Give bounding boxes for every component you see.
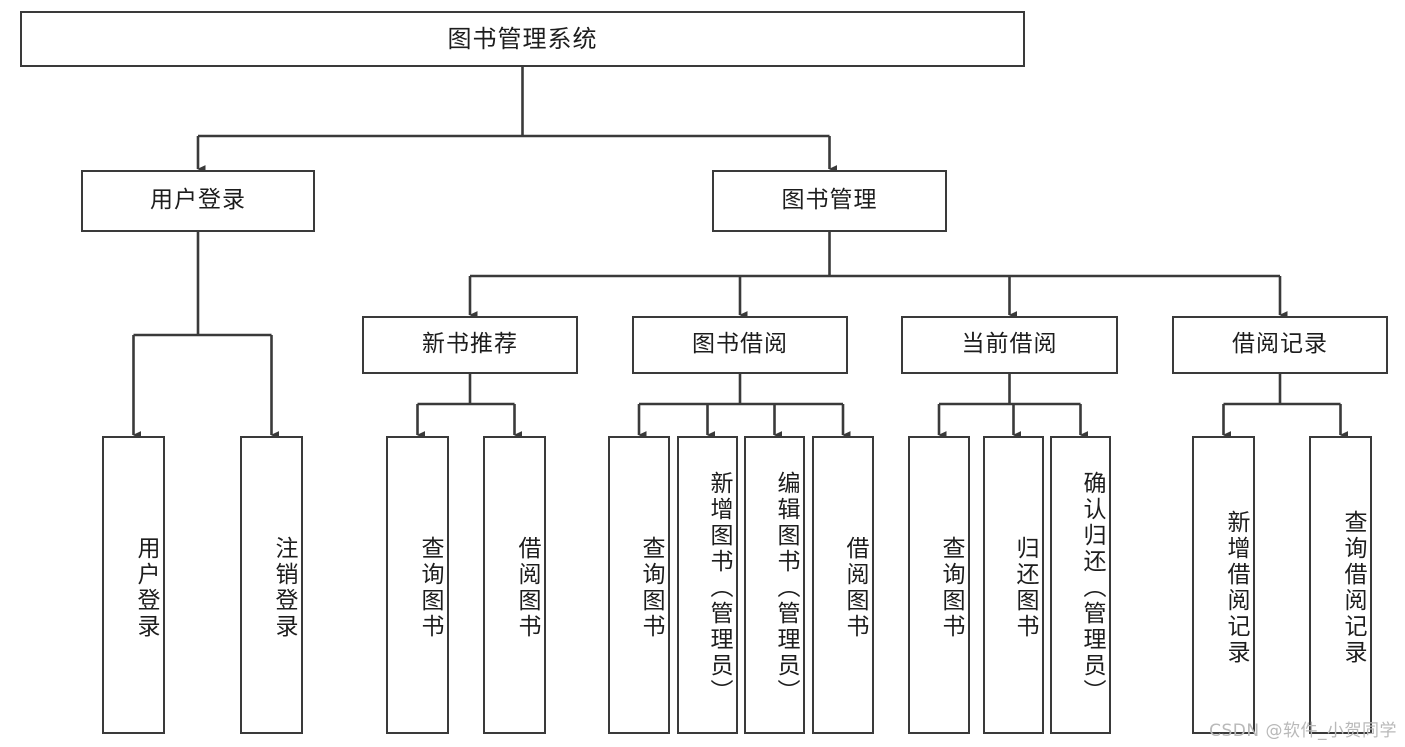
node-label: 查询图书 bbox=[938, 536, 964, 640]
node-label: 当前借阅 bbox=[961, 331, 1058, 358]
node-leaf_cb_query[interactable]: 查询图书 bbox=[908, 436, 970, 734]
edge-paths bbox=[132, 67, 1349, 439]
node-label: 新增图书（管理员） bbox=[706, 471, 732, 705]
node-leaf_cb_confirm[interactable]: 确认归还（管理员） bbox=[1050, 436, 1111, 734]
node-book_manage[interactable]: 图书管理 bbox=[712, 170, 947, 232]
node-user_login[interactable]: 用户登录 bbox=[81, 170, 315, 232]
node-label: 借阅记录 bbox=[1232, 331, 1328, 358]
node-leaf_bb_edit[interactable]: 编辑图书（管理员） bbox=[744, 436, 805, 734]
node-label: 查询借阅记录 bbox=[1340, 510, 1366, 666]
node-label: 注销登录 bbox=[271, 536, 297, 640]
node-label: 用户登录 bbox=[133, 536, 159, 640]
node-leaf_bb_add[interactable]: 新增图书（管理员） bbox=[677, 436, 738, 734]
node-book_borrow[interactable]: 图书借阅 bbox=[632, 316, 848, 374]
node-label: 查询图书 bbox=[417, 536, 443, 640]
node-leaf_br_query[interactable]: 查询借阅记录 bbox=[1309, 436, 1372, 734]
node-borrow_record[interactable]: 借阅记录 bbox=[1172, 316, 1388, 374]
node-leaf_user_logout[interactable]: 注销登录 bbox=[240, 436, 303, 734]
node-root[interactable]: 图书管理系统 bbox=[20, 11, 1025, 67]
node-leaf_rec_borrow[interactable]: 借阅图书 bbox=[483, 436, 546, 734]
node-current_borrow[interactable]: 当前借阅 bbox=[901, 316, 1118, 374]
node-label: 归还图书 bbox=[1012, 536, 1038, 640]
watermark-label: CSDN @软件_小贺同学 bbox=[1209, 721, 1397, 741]
node-leaf_user_login[interactable]: 用户登录 bbox=[102, 436, 165, 734]
node-label: 借阅图书 bbox=[514, 536, 540, 640]
node-leaf_rec_query[interactable]: 查询图书 bbox=[386, 436, 449, 734]
node-leaf_br_add[interactable]: 新增借阅记录 bbox=[1192, 436, 1255, 734]
node-leaf_bb_borrow[interactable]: 借阅图书 bbox=[812, 436, 874, 734]
node-label: 确认归还（管理员） bbox=[1079, 471, 1105, 705]
node-label: 编辑图书（管理员） bbox=[773, 471, 799, 705]
node-leaf_cb_return[interactable]: 归还图书 bbox=[983, 436, 1044, 734]
node-label: 新增借阅记录 bbox=[1223, 510, 1249, 666]
node-label: 图书管理系统 bbox=[447, 24, 598, 53]
node-new_book_rec[interactable]: 新书推荐 bbox=[362, 316, 578, 374]
node-leaf_bb_query[interactable]: 查询图书 bbox=[608, 436, 670, 734]
node-label: 查询图书 bbox=[638, 536, 664, 640]
node-label: 借阅图书 bbox=[842, 536, 868, 640]
node-label: 图书管理 bbox=[781, 187, 878, 214]
node-label: 用户登录 bbox=[150, 187, 246, 214]
node-label: 图书借阅 bbox=[692, 331, 788, 358]
node-label: 新书推荐 bbox=[422, 331, 518, 358]
